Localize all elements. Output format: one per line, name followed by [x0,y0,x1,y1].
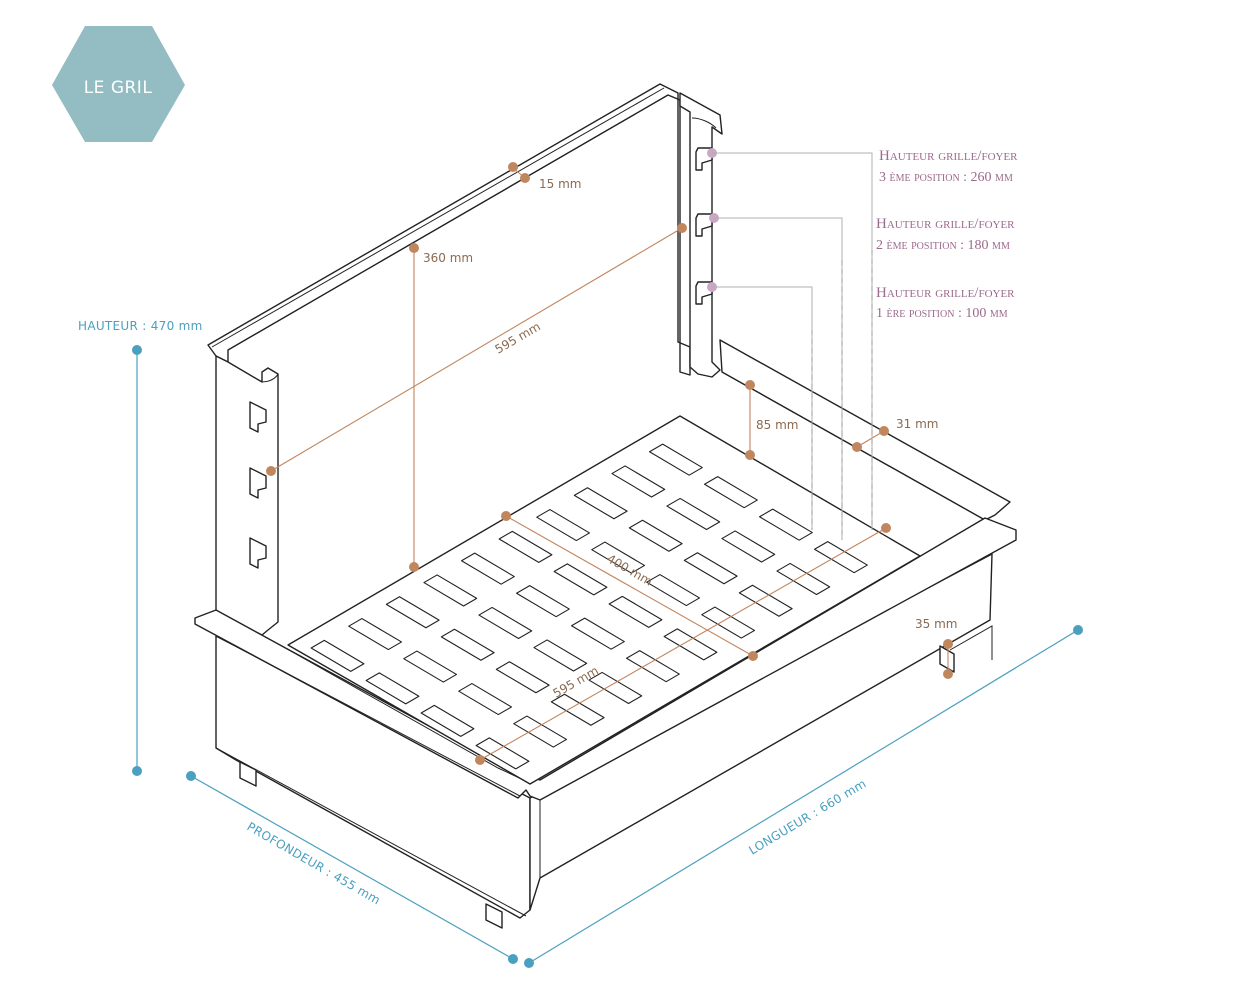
grate-slot [701,606,756,639]
grate-slot [588,671,643,705]
right-upright [679,92,723,378]
overall-depth-label: PROFONDEUR : 455 mm [245,819,383,907]
dim-line-width-top [270,227,683,472]
dim-line-rail-width [856,430,885,448]
grate-slot [776,562,831,596]
overall-dot [508,954,518,964]
grate-slot [573,487,628,520]
grate-slot [440,628,495,661]
overall-dot [132,766,142,776]
dim-dot [508,162,518,172]
label-rail-width: 31 mm [896,417,938,431]
overall-length-line [528,629,1079,964]
body-box [215,553,993,929]
overall-dot [524,958,534,968]
grate-slot [385,596,440,629]
label-lip: 35 mm [915,617,957,631]
grate-slot [403,650,458,683]
grate-slot [611,465,666,498]
grate-slot [738,584,793,617]
back-wall [207,83,691,376]
grate-slot [813,541,868,574]
overall-dot [132,345,142,355]
dim-dot [475,755,485,765]
badge-label: LE GRIL [84,78,153,98]
title-badge: LE GRIL [52,26,185,142]
grate-slot [460,552,515,585]
dim-dot [409,243,419,253]
dim-dot [943,639,953,649]
grate-slot [420,704,475,737]
label-rail-height: 85 mm [756,418,798,432]
dim-dot [745,380,755,390]
label-top-rim: 15 mm [539,177,581,191]
overall-dot [1073,625,1083,635]
dim-dot [745,450,755,460]
grate-slot [553,563,608,596]
overall-length-label: LONGUEUR : 660 mm [746,776,868,857]
dim-dot [501,511,511,521]
grate-slot [478,606,533,640]
dim-dots [266,162,953,765]
dim-dot [852,442,862,452]
left-upright [215,355,279,636]
position-labels: Hauteur grille/foyer 3 ème position : 26… [876,148,1018,321]
grate-slot [703,476,758,509]
grate-slot [536,509,591,542]
grate [287,415,921,785]
grate-slot [423,574,478,607]
pos-2-title: Hauteur grille/foyer [876,216,1015,232]
overall-height-label: HAUTEUR : 470 mm [78,319,203,333]
grate-slot [570,617,625,650]
label-wall-height: 360 mm [423,251,473,265]
grate-slots [310,443,868,770]
grill-drawing [194,83,1017,929]
pos-1-title: Hauteur grille/foyer [876,285,1015,301]
grate-slot [475,737,530,770]
dim-dot [677,223,687,233]
grate-slot [513,715,568,748]
grate-slot [663,628,718,661]
dim-dot [266,466,276,476]
grate-slot [550,693,605,726]
pos-1-value: 1 ère position : 100 mm [876,306,1008,321]
dim-dot [943,669,953,679]
grate-slot [721,530,776,563]
overall-depth-line [190,775,514,960]
grate-slot [608,595,663,628]
grate-slot [498,530,553,563]
grate-slot [648,443,703,476]
grate-slot [348,618,403,651]
grate-slot [591,541,646,574]
overall-dot [186,771,196,781]
dim-dot [879,426,889,436]
grate-slot [683,552,738,585]
grate-slot [666,497,721,531]
position-leaders [707,148,873,540]
dim-dot [881,523,891,533]
pos-3-title: Hauteur grille/foyer [879,148,1018,164]
grate-slot [515,585,570,618]
dim-line-grate-depth [505,515,754,657]
pos-3-value: 3 ème position : 260 mm [879,170,1013,185]
dim-dot [409,562,419,572]
dim-dot [520,173,530,183]
grate-slot [365,672,420,705]
grate-slot [533,639,588,672]
grate-slot [646,574,701,607]
grate-slot [758,508,813,541]
grate-slot [495,661,550,694]
grate-slot [625,650,680,683]
grate-slot [628,519,683,552]
dim-dot [748,651,758,661]
grate-slot [458,683,513,716]
dim-line-grate-width [479,527,887,761]
grate-slot [310,639,365,672]
pos-2-value: 2 ème position : 180 mm [876,238,1010,253]
badge-hexagon [52,26,185,142]
